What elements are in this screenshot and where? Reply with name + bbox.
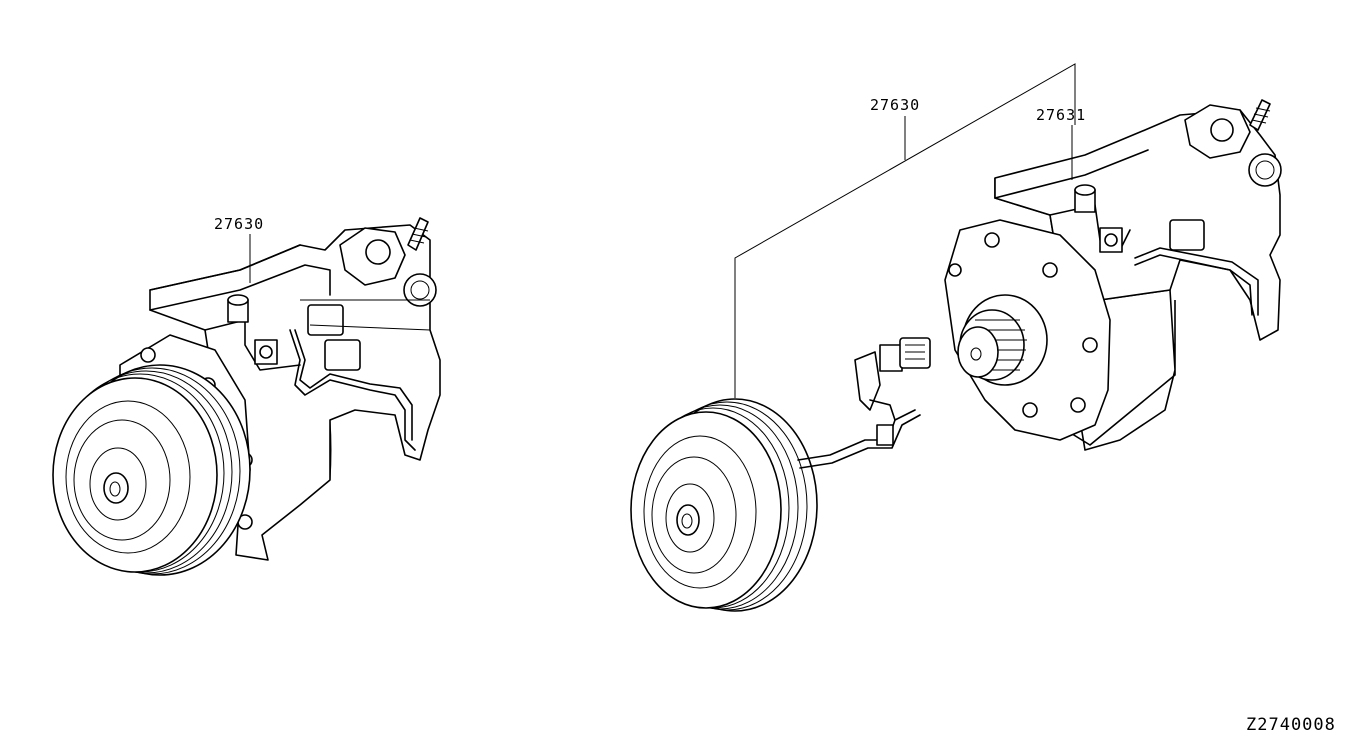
clutch-pulley-assembly [630,337,931,612]
diagram-code: Z2740008 [1246,715,1336,735]
part-number-left-assembly: 27630 [214,215,264,233]
part-number-right-body: 27631 [1036,106,1086,124]
part-number-right-assembly: 27630 [870,96,920,114]
left-compressor-assembly [52,217,441,576]
right-compressor-body [944,99,1282,451]
leader-lines [249,63,1076,398]
